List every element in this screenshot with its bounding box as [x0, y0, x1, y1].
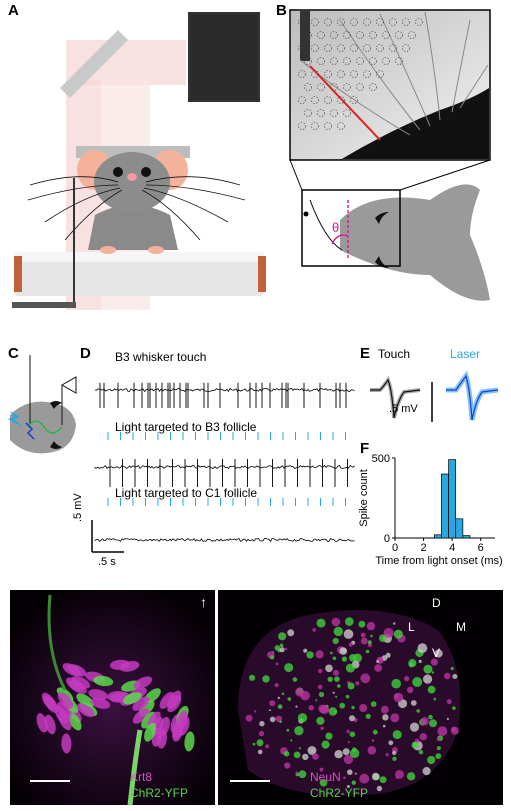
scale-bar [230, 780, 270, 782]
scale-bar-time: .5 s [98, 556, 116, 568]
orient-d: D [432, 596, 441, 610]
y-tick-label-0: 0 [384, 533, 390, 545]
histogram-bar-0 [433, 534, 442, 539]
optogenetic-schematic [8, 355, 77, 454]
x-tick-label-4: 4 [449, 542, 455, 554]
trace-title-1: B3 whisker touch [115, 350, 207, 364]
waveform-scale: .5 mV [389, 403, 418, 415]
laser-label: Laser [450, 347, 481, 361]
x-tick-label-6: 6 [478, 542, 484, 554]
krt8-label: Krt8 [130, 770, 153, 784]
chr2-label: ChR2-YFP [130, 786, 189, 800]
panel-letter-c: C [8, 345, 19, 362]
orientation-arrow: ↑ [200, 594, 207, 610]
histogram-bar-3 [455, 518, 464, 539]
histogram-bar-2 [448, 459, 457, 539]
chr2-label: ChR2-YFP [310, 786, 369, 800]
mouse-setup-illustration [12, 12, 266, 310]
trace-title-2: Light targeted to B3 follicle [115, 420, 257, 434]
theta-symbol: θ [332, 220, 339, 235]
y-axis-label: Spike count [358, 469, 370, 526]
x-axis-label: Time from light onset (ms) [375, 555, 502, 567]
panel-letter-e: E [360, 345, 371, 362]
ganglion-micrograph: D L M V NeuN ChR2-YFP [218, 590, 503, 805]
histogram-bar-1 [441, 473, 449, 539]
neun-label: NeuN [310, 770, 341, 784]
orient-m: M [456, 620, 466, 634]
panel-letter-a: A [8, 2, 19, 19]
orient-l: L [408, 620, 415, 634]
panel-letter-b: B [276, 2, 287, 19]
y-tick-label-500: 500 [372, 453, 390, 465]
panel-letter-f: F [360, 440, 370, 457]
trace-title-3: Light targeted to C1 follicle [115, 486, 258, 500]
orient-v: V [432, 646, 441, 660]
follicle-micrograph: ↑ Krt8 ChR2-YFP [10, 590, 215, 805]
touch-label: Touch [378, 347, 411, 361]
spike-waveforms [370, 370, 499, 422]
x-tick-label-2: 2 [421, 542, 427, 554]
scale-bar-voltage: .5 mV [72, 493, 84, 522]
whisker-imaging-panel: θ [289, 9, 491, 301]
scale-bar [30, 780, 70, 782]
x-tick-label-0: 0 [392, 542, 398, 554]
histogram-bar-4 [462, 535, 471, 539]
panel-letter-d: D [80, 345, 91, 362]
ephys-traces [91, 382, 355, 553]
